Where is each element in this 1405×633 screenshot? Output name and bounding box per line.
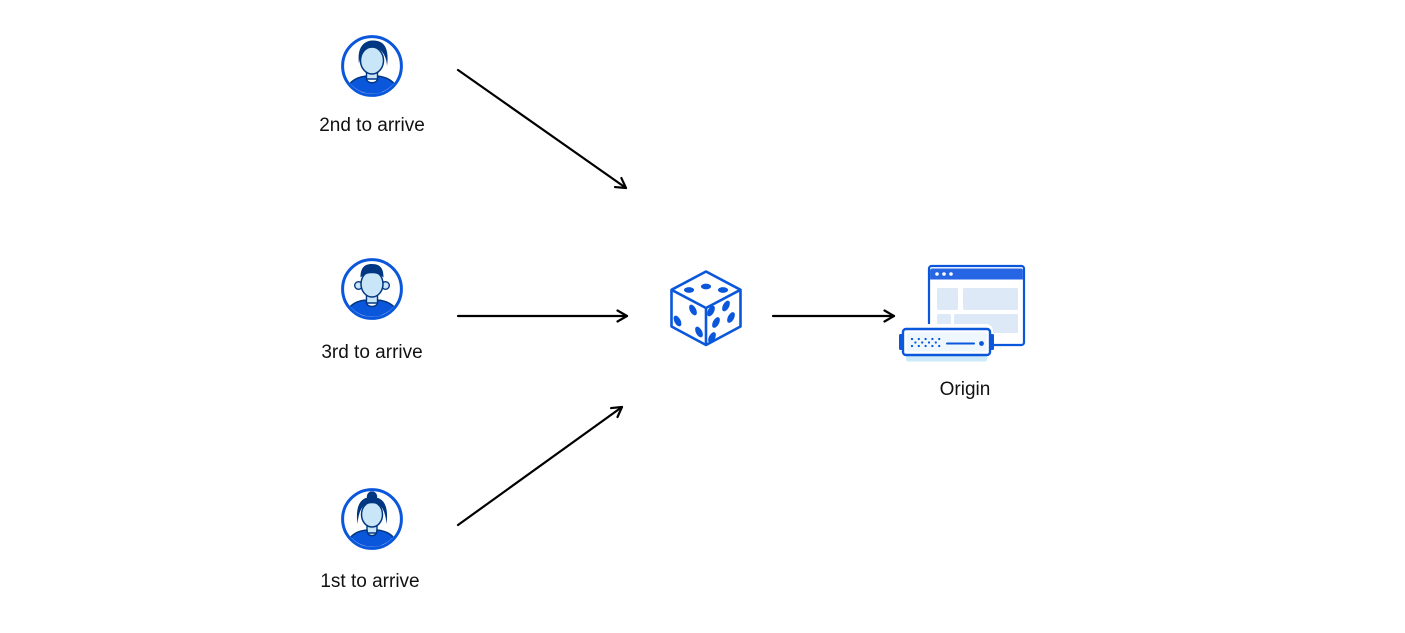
avatar-face (360, 501, 384, 528)
avatar-face (360, 270, 384, 298)
avatar-ring (341, 488, 403, 550)
server (896, 324, 994, 366)
browser-content-block (937, 288, 958, 310)
node-label-origin: Origin (939, 379, 991, 400)
avatar-hair (358, 40, 388, 66)
arrow-user-2nd-to-dice (456, 68, 628, 190)
node-user-2nd: 2nd to arrive (319, 34, 425, 136)
browser-dot (942, 272, 946, 276)
arrow-user-1st-to-dice (456, 405, 624, 527)
avatar-hair (356, 497, 388, 524)
server-face (906, 332, 987, 352)
user-male-flattop-avatar-icon (341, 258, 403, 320)
browser-dot (935, 272, 939, 276)
browser-dot (949, 272, 953, 276)
dice-icon (670, 270, 742, 347)
server-led (979, 341, 984, 346)
dice-cube-edges (670, 288, 742, 345)
browser-content-block (963, 288, 1018, 310)
node-label-user-3rd: 3rd to arrive (321, 342, 423, 363)
browser-titlebar (930, 268, 1023, 280)
server-base (906, 355, 987, 362)
user-female-bun-avatar-icon (341, 488, 403, 550)
node-label-user-1st: 1st to arrive (320, 571, 420, 592)
avatar-hair (360, 264, 384, 278)
avatar-ring (341, 258, 403, 320)
node-user-1st: 1st to arrive (320, 487, 420, 592)
avatar-ring (341, 35, 403, 97)
node-origin: Origin (893, 258, 1033, 400)
node-user-3rd: 3rd to arrive (321, 257, 423, 363)
origin-server-browser-icon (896, 264, 1026, 366)
node-label-user-2nd: 2nd to arrive (319, 115, 425, 136)
user-male-swoop-avatar-icon (341, 35, 403, 97)
node-dice (668, 270, 744, 348)
server-vent-dots (910, 337, 941, 348)
